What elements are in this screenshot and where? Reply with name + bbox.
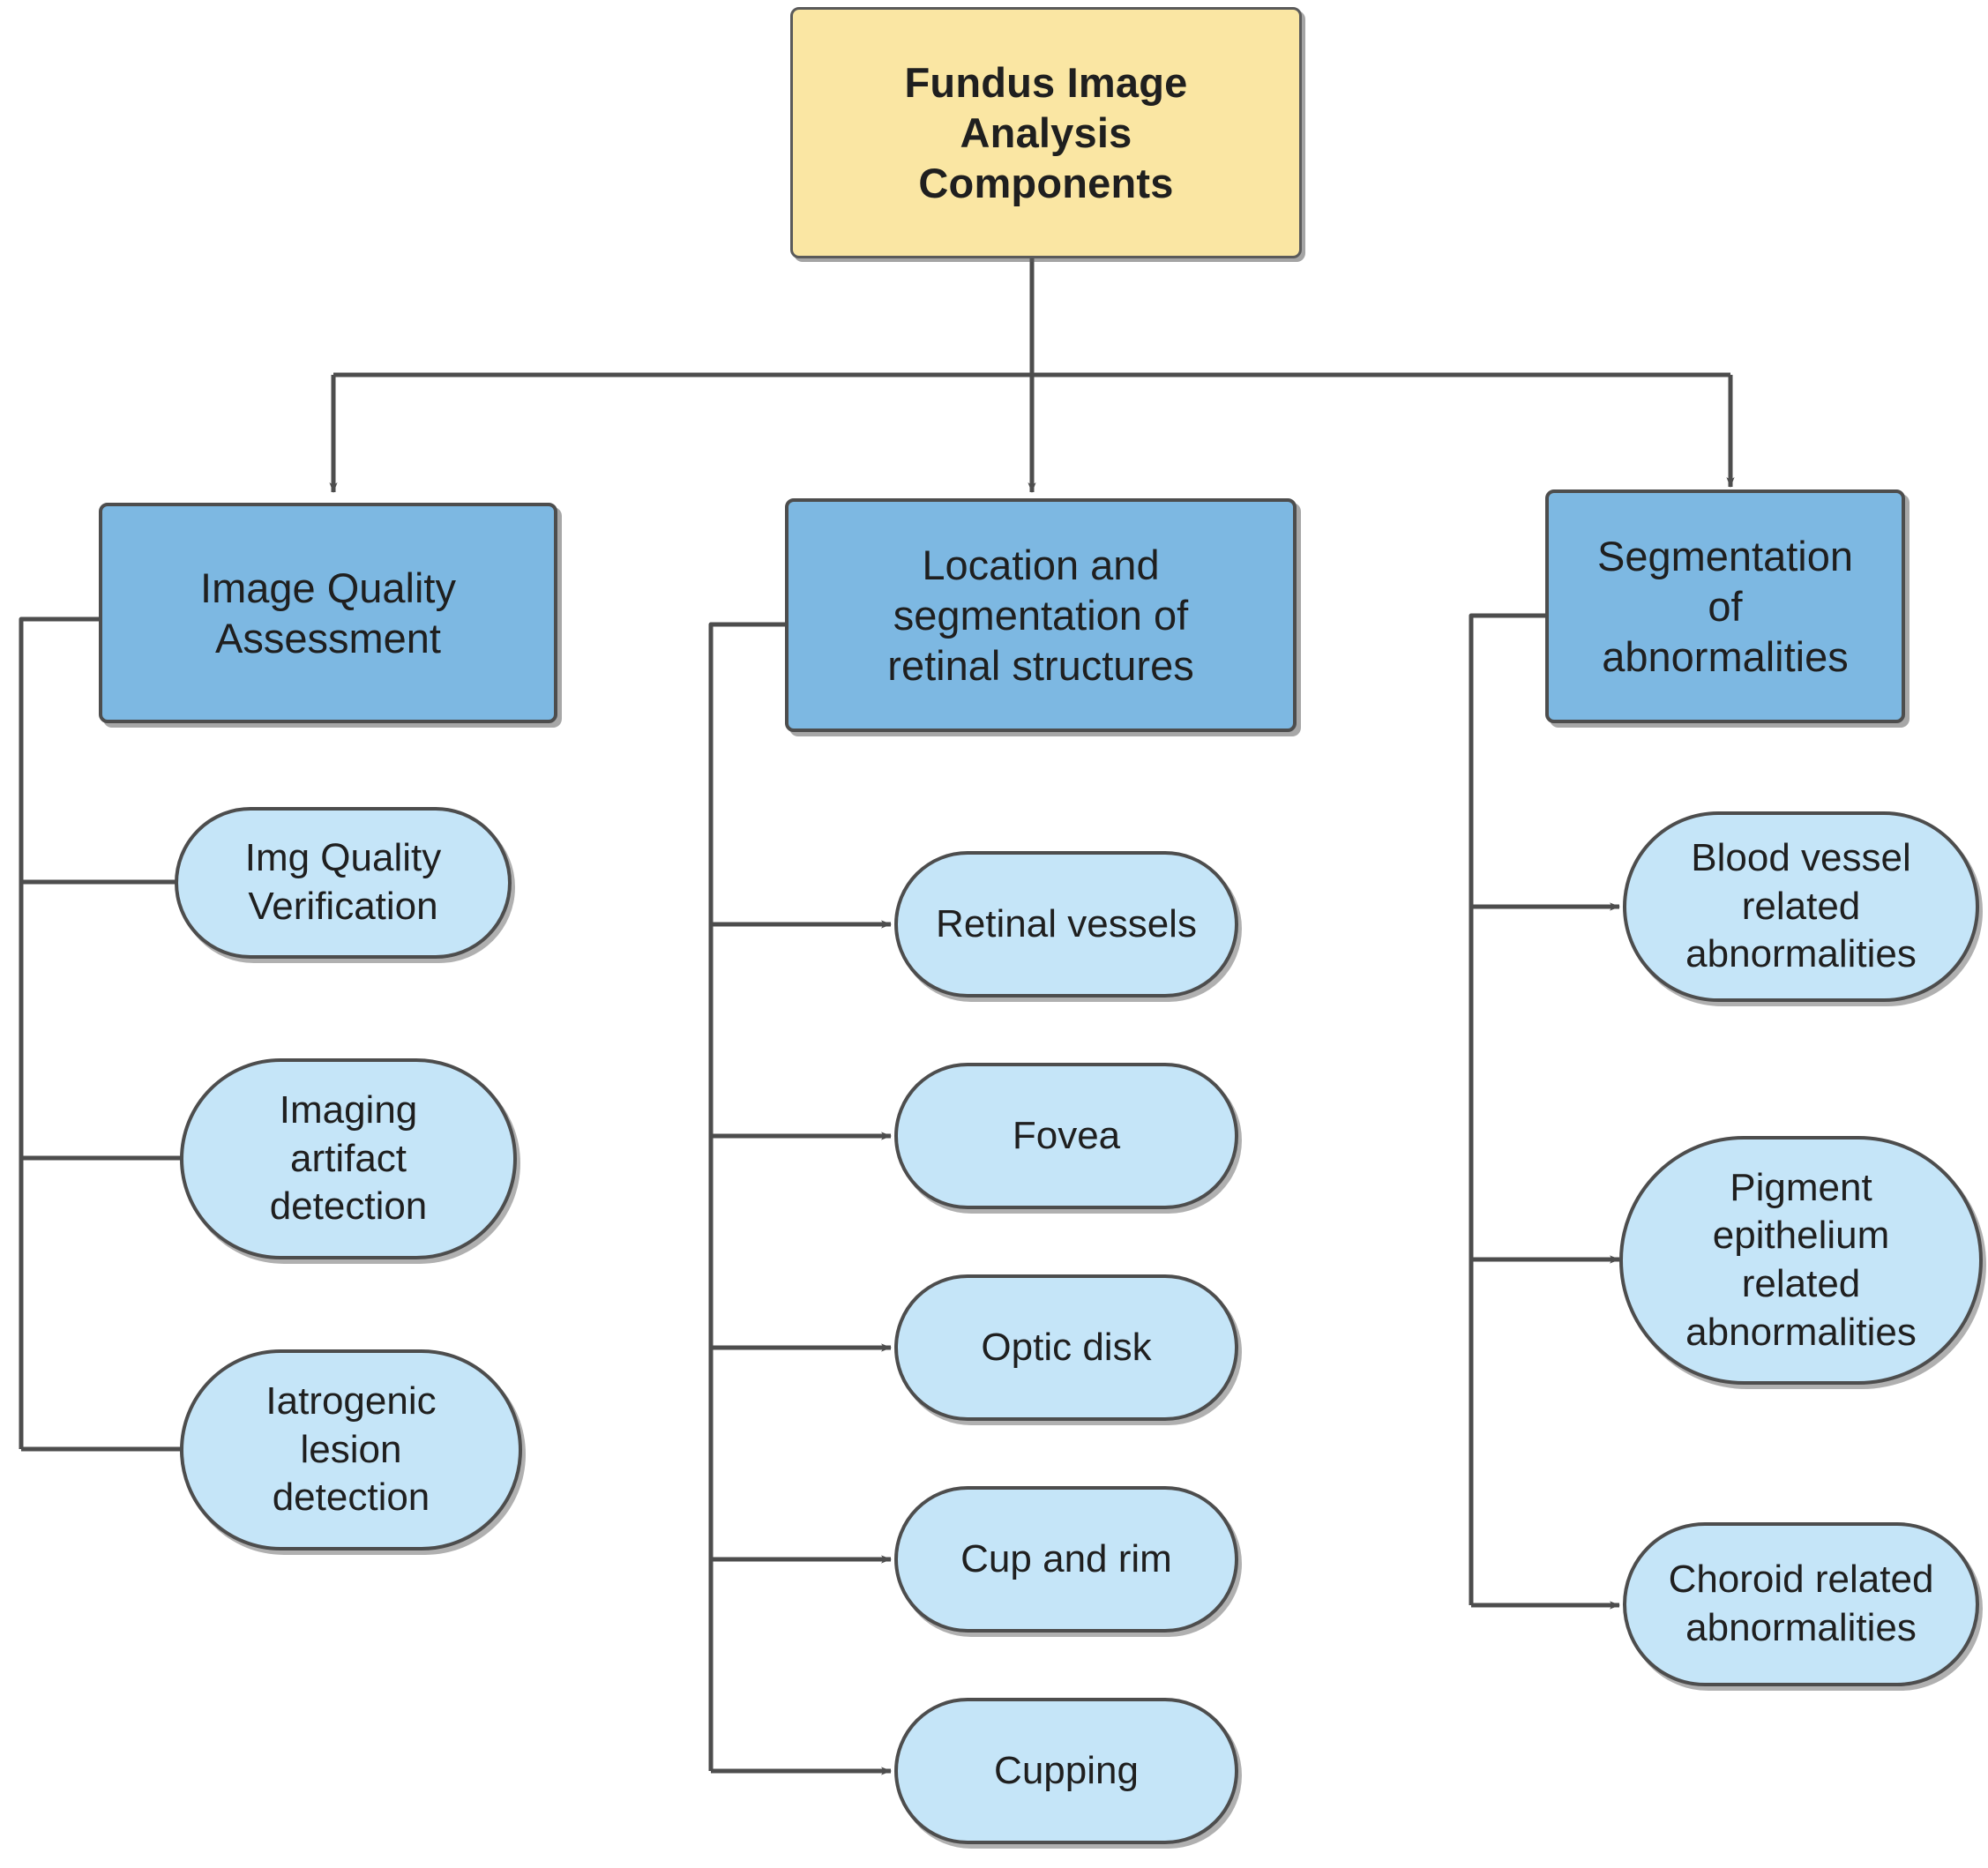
- node-leaf-optic-disk[interactable]: Optic disk: [894, 1274, 1238, 1421]
- node-category-image-quality-assessment[interactable]: Image Quality Assessment: [99, 503, 557, 723]
- node-leaf-choroid-related-abnormalities[interactable]: Choroid related abnormalities: [1623, 1522, 1979, 1686]
- node-leaf-label: Retinal vessels: [936, 901, 1197, 945]
- node-leaf-label: Imaging artifact detection: [269, 1088, 428, 1229]
- connector-spine-right: [1469, 613, 1545, 1605]
- node-leaf-label: Pigment epithelium related abnormalities: [1685, 1165, 1917, 1354]
- node-leaf-img-quality-verification[interactable]: Img Quality Verification: [175, 807, 512, 959]
- node-leaf-label: Optic disk: [981, 1325, 1152, 1369]
- node-leaf-cupping[interactable]: Cupping: [894, 1698, 1238, 1844]
- node-leaf-label: Iatrogenic lesion detection: [265, 1379, 437, 1520]
- node-category-label: Segmentation of abnormalities: [1596, 532, 1854, 681]
- node-leaf-fovea[interactable]: Fovea: [894, 1063, 1238, 1209]
- node-category-segmentation-of-abnormalities[interactable]: Segmentation of abnormalities: [1545, 489, 1905, 723]
- connector-spine-middle: [708, 622, 785, 1771]
- node-root-fundus-image-analysis-components[interactable]: Fundus Image Analysis Components: [790, 7, 1302, 258]
- node-leaf-label: Blood vessel related abnormalities: [1685, 836, 1917, 976]
- node-leaf-label: Cup and rim: [960, 1536, 1172, 1580]
- node-leaf-iatrogenic-lesion-detection[interactable]: Iatrogenic lesion detection: [180, 1349, 522, 1550]
- node-leaf-label: Img Quality Verification: [244, 836, 442, 928]
- node-category-label: Image Quality Assessment: [200, 564, 456, 661]
- node-leaf-blood-vessel-related-abnormalities[interactable]: Blood vessel related abnormalities: [1623, 811, 1979, 1002]
- node-leaf-label: Fovea: [1012, 1113, 1121, 1157]
- node-root-label: Fundus Image Analysis Components: [904, 58, 1188, 207]
- node-leaf-cup-and-rim[interactable]: Cup and rim: [894, 1486, 1238, 1633]
- node-leaf-retinal-vessels[interactable]: Retinal vessels: [894, 851, 1238, 998]
- node-leaf-label: Cupping: [994, 1748, 1139, 1792]
- connector-spine-left: [19, 616, 99, 1449]
- node-category-location-and-segmentation-of-retinal-structures[interactable]: Location and segmentation of retinal str…: [785, 498, 1297, 732]
- node-leaf-label: Choroid related abnormalities: [1668, 1558, 1934, 1649]
- node-category-label: Location and segmentation of retinal str…: [887, 541, 1194, 690]
- node-leaf-pigment-epithelium-related-abnormalities[interactable]: Pigment epithelium related abnormalities: [1619, 1136, 1983, 1385]
- node-leaf-imaging-artifact-detection[interactable]: Imaging artifact detection: [180, 1058, 517, 1259]
